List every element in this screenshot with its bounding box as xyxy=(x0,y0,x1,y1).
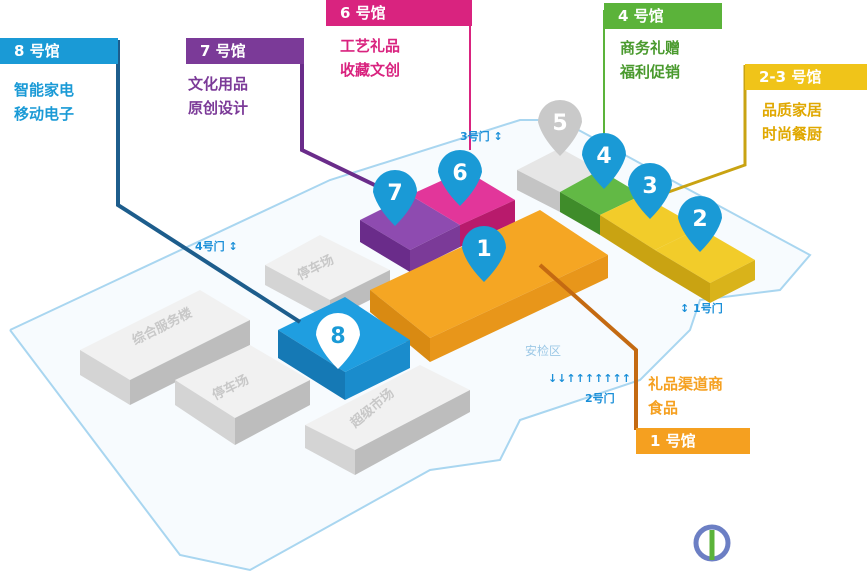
gate-1-label: 1号门 xyxy=(693,302,723,315)
map-pin-icon xyxy=(538,100,582,156)
hall-5-block[interactable] xyxy=(517,148,600,212)
gate-3-label: 3号门 xyxy=(460,130,490,143)
map-pin-icon xyxy=(628,163,672,219)
hall-6-line: 工艺礼品 xyxy=(340,37,401,55)
hall-1-line: 食品 xyxy=(648,399,679,417)
hall-8-title: 8 号馆 xyxy=(0,38,118,64)
hall-1-desc: 礼品渠道商食品 xyxy=(648,372,723,420)
pin-hall-2[interactable]: 2 xyxy=(678,196,722,252)
map-pin-icon xyxy=(582,133,626,189)
pin-hall-6[interactable]: 6 xyxy=(438,150,482,206)
map-pin-icon xyxy=(438,150,482,206)
hall-1-title: 1 号馆 xyxy=(636,428,750,454)
gate-4[interactable]: 4号门 ↕ xyxy=(195,240,238,253)
hall-7-desc: 文化用品原创设计 xyxy=(188,72,248,120)
pin-hall-1[interactable]: 1 xyxy=(462,226,506,282)
map-pin-icon xyxy=(315,312,360,369)
hall-23-line: 时尚餐厨 xyxy=(762,125,823,143)
hall-6-title: 6 号馆 xyxy=(326,0,472,26)
pin-number: 1 xyxy=(476,237,491,262)
pin-hall-5[interactable]: 5 xyxy=(538,100,582,156)
pin-number: 6 xyxy=(452,161,467,186)
building-parking-1: 停车场 xyxy=(265,235,390,320)
hall-3-block[interactable] xyxy=(600,195,700,270)
pin-number: 4 xyxy=(596,144,611,169)
leader-8 xyxy=(116,40,302,324)
hall-8-line: 智能家电 xyxy=(14,81,75,99)
gate-1[interactable]: ↕ 1号门 xyxy=(680,302,723,315)
hall-8-line: 移动电子 xyxy=(14,105,75,123)
pin-number: 2 xyxy=(692,207,707,232)
hall-6-desc: 工艺礼品收藏文创 xyxy=(340,34,400,82)
gate-2[interactable]: 2号门 xyxy=(585,390,615,406)
hall-4-line: 福利促销 xyxy=(620,63,681,81)
hall-7-line: 原创设计 xyxy=(188,99,249,117)
hall-8-desc: 智能家电移动电子 xyxy=(14,78,74,126)
hall-6-line: 收藏文创 xyxy=(340,61,401,79)
security-label: 安检区 xyxy=(525,343,561,358)
building-parking-2: 停车场 xyxy=(175,345,310,445)
gate-2-label: 2号门 xyxy=(585,392,615,405)
hall-1-line: 礼品渠道商 xyxy=(648,375,724,393)
pin-number: 8 xyxy=(330,324,345,349)
pin-hall-7[interactable]: 7 xyxy=(373,170,417,226)
pin-hall-3[interactable]: 3 xyxy=(628,163,672,219)
map-pin-icon xyxy=(373,170,417,226)
hall-4-block[interactable] xyxy=(560,170,642,235)
pin-number: 5 xyxy=(552,111,567,136)
pin-hall-8[interactable]: 8 xyxy=(315,312,360,369)
leader-7 xyxy=(300,38,386,192)
hall-7-line: 文化用品 xyxy=(188,75,249,93)
hall-4-line: 商务礼赠 xyxy=(620,39,681,57)
pin-number: 3 xyxy=(642,174,657,199)
hall-23-title: 2-3 号馆 xyxy=(745,64,867,90)
hall-7-title: 7 号馆 xyxy=(186,38,304,64)
leader-23 xyxy=(659,65,747,197)
pin-hall-4[interactable]: 4 xyxy=(582,133,626,189)
pin-number: 7 xyxy=(387,181,402,206)
hall-2-block[interactable] xyxy=(655,228,755,303)
leader-1 xyxy=(538,263,638,430)
gate-3[interactable]: 3号门 ↕ xyxy=(460,130,503,143)
map-pin-icon xyxy=(678,196,722,252)
map-pin-icon xyxy=(462,226,506,282)
hall-23-desc: 品质家居时尚餐厨 xyxy=(762,98,822,146)
hall-23-line: 品质家居 xyxy=(762,101,823,119)
gate-2-arrows[interactable]: ↓↓↑↑↑↑↑↑↑ xyxy=(548,372,631,385)
gate-4-label: 4号门 xyxy=(195,240,225,253)
hall-4-title: 4 号馆 xyxy=(604,3,722,29)
hall-4-desc: 商务礼赠福利促销 xyxy=(620,36,680,84)
